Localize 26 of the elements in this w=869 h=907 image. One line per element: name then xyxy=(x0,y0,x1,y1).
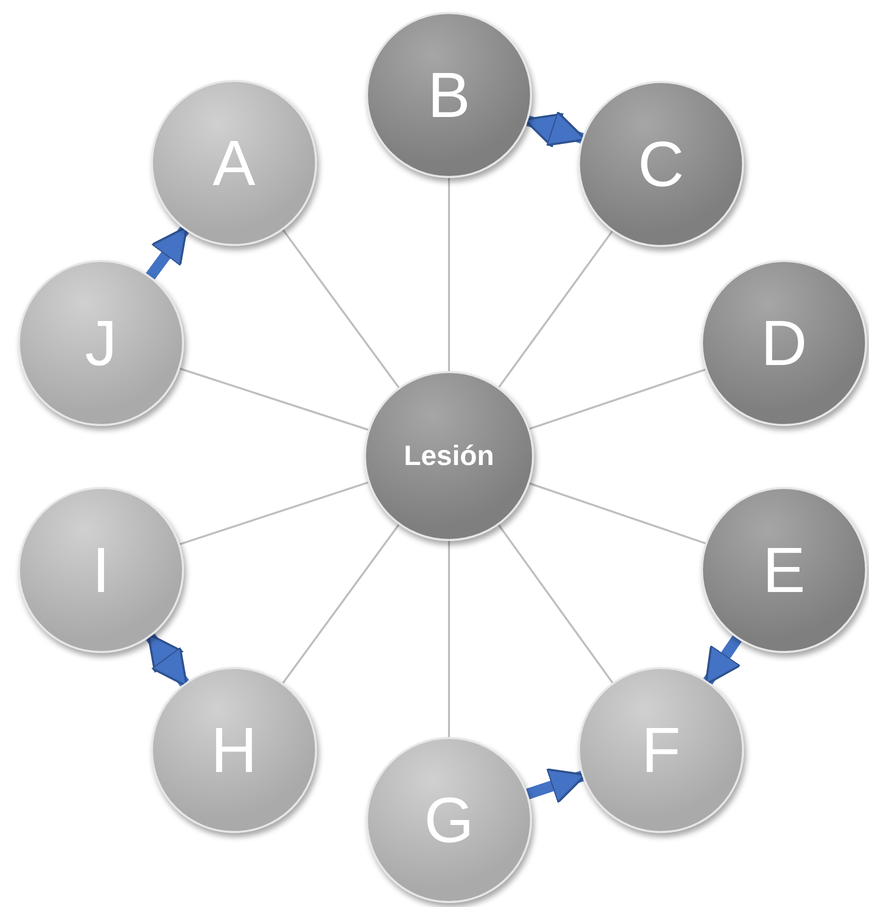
connector-line xyxy=(448,541,450,737)
node-label: E xyxy=(762,538,806,602)
node-label: B xyxy=(428,63,470,127)
block-arrow xyxy=(524,110,586,148)
connector-line xyxy=(498,230,614,388)
connector-line xyxy=(282,524,400,684)
node-label: G xyxy=(424,788,474,852)
node-label: C xyxy=(638,132,684,196)
connector-line xyxy=(180,482,369,546)
block-arrow xyxy=(703,635,742,686)
node-label: A xyxy=(212,131,256,195)
block-arrow xyxy=(146,226,190,280)
node-label: H xyxy=(210,718,258,782)
node-label: I xyxy=(92,538,110,602)
connector-line xyxy=(529,368,706,430)
node-label: Lesión xyxy=(404,439,494,473)
connector-line xyxy=(529,482,706,544)
node-label: F xyxy=(641,718,681,782)
block-arrow xyxy=(146,632,190,688)
connector-line xyxy=(180,368,368,431)
node-label: J xyxy=(85,311,117,375)
connector-line xyxy=(282,229,400,388)
connector-line xyxy=(498,524,614,684)
node-label: D xyxy=(760,311,808,375)
block-arrow xyxy=(526,768,587,804)
connector-line xyxy=(448,178,450,371)
